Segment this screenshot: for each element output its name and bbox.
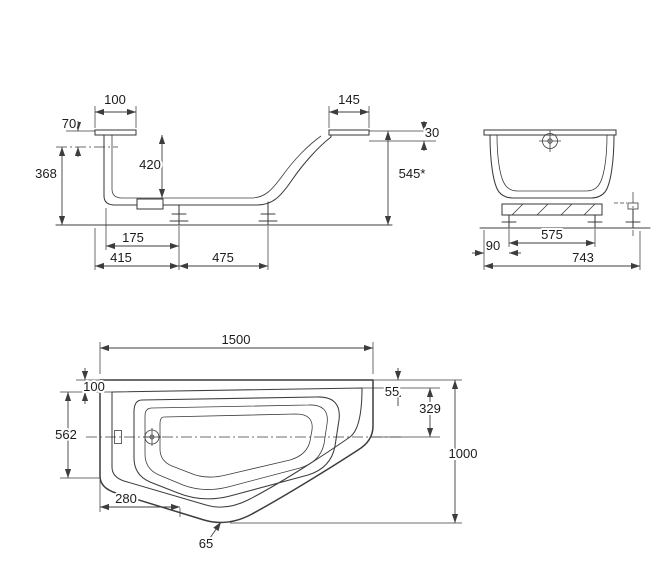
side-leg-right [258, 201, 278, 226]
dim-plan-rim-right-width: 55 [385, 384, 399, 399]
dim-side-foot-span: 475 [212, 250, 234, 265]
dim-side-rim-left: 100 [104, 92, 126, 107]
plan-basin-floor [159, 413, 313, 478]
side-view: 100 145 70 30 368 420 545* 175 415 475 [33, 90, 441, 270]
end-leg-left [501, 214, 517, 229]
side-tub-outer-wall [103, 134, 332, 206]
dim-side-lip-height: 70 [62, 116, 76, 131]
end-dimensions: 575 90 743 [472, 225, 641, 270]
dim-side-rim-right: 145 [338, 92, 360, 107]
dim-side-inner-depth: 420 [139, 157, 161, 172]
plan-basin-inner [144, 404, 328, 490]
plan-basin-outer [133, 396, 340, 500]
end-extension-lines [483, 229, 641, 270]
end-view: 575 90 743 [472, 129, 651, 270]
plan-tub-outline [86, 379, 404, 524]
dim-plan-length: 1500 [222, 332, 251, 347]
plan-leader-65 [209, 521, 222, 539]
dim-plan-drain-offset: 280 [115, 491, 137, 506]
end-adjustable-foot-detail [614, 192, 641, 236]
side-dimensions: 100 145 70 30 368 420 545* 175 415 475 [33, 90, 441, 270]
side-extension-lines [66, 106, 436, 270]
side-tub-inner-wall [111, 135, 322, 199]
plan-dimensions: 1500 100 55 329 562 1000 280 65 [53, 330, 479, 553]
side-tub-outline [55, 129, 393, 226]
dim-side-foot-offset: 175 [122, 230, 144, 245]
dim-plan-edge-radius: 65 [199, 536, 213, 551]
dim-plan-overall-depth: 1000 [449, 446, 478, 461]
end-tub-inner-wall [496, 134, 608, 192]
plan-view: 1500 100 55 329 562 1000 280 65 [53, 330, 479, 553]
dim-side-edge-height: 30 [425, 125, 439, 140]
dim-plan-left-depth: 562 [55, 427, 77, 442]
dim-end-foot-inset: 90 [486, 238, 500, 253]
side-rim-right [328, 129, 370, 136]
end-drain-icon [539, 130, 561, 152]
dim-end-overall-width: 743 [572, 250, 594, 265]
end-leg-right [587, 214, 603, 229]
dim-plan-right-depth: 329 [419, 401, 441, 416]
dim-side-shell-height: 368 [35, 166, 57, 181]
plan-outer-edge [99, 379, 374, 524]
side-drain-trap [136, 198, 164, 210]
end-tub-outer-wall [489, 134, 615, 199]
dim-end-foot-span: 575 [541, 227, 563, 242]
end-tub-outline [479, 129, 651, 236]
side-rim-left [94, 129, 137, 136]
end-support-frame [501, 203, 603, 216]
end-frame-hatch [511, 203, 596, 216]
dim-side-foot-left: 415 [110, 250, 132, 265]
plan-rim-inner-edge [111, 387, 363, 508]
side-leg-left [169, 204, 189, 226]
dim-side-overall-height: 545* [399, 166, 426, 181]
dim-plan-rim-left-width: 100 [83, 379, 105, 394]
